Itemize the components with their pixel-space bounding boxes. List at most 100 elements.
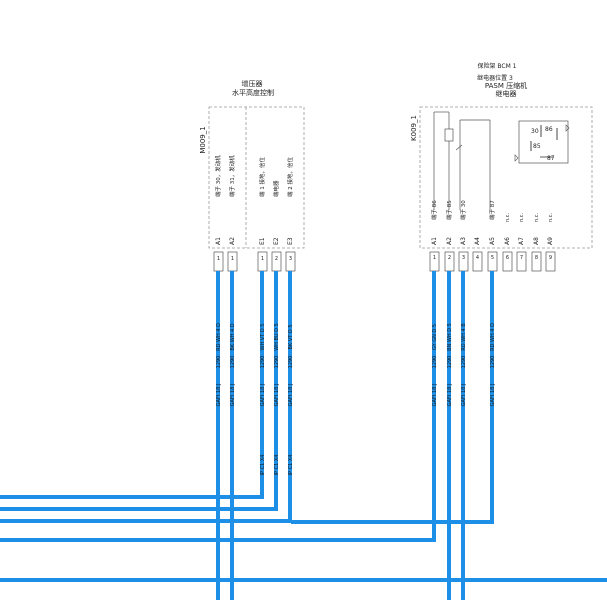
pin-label: A9 bbox=[547, 237, 554, 245]
pin-description: 端电器 bbox=[272, 180, 280, 197]
wire-left-e1 bbox=[0, 271, 264, 499]
wire-label: GAFI 18 J bbox=[260, 384, 266, 407]
pin-label: A6 bbox=[504, 237, 511, 245]
wire-label: BN WH D 5 bbox=[447, 323, 453, 351]
pin-label: A2 bbox=[446, 237, 453, 245]
wire-label: GAFI 18 J bbox=[230, 384, 236, 407]
left-title-line2: 水平高度控制 bbox=[232, 88, 274, 97]
right-title-line1: PASM 压缩机 bbox=[485, 81, 527, 90]
wire-label: 1290 bbox=[260, 356, 266, 369]
terminal-number: 1 bbox=[231, 256, 234, 262]
right-title-line2: 继电器 bbox=[496, 89, 517, 98]
terminal-number: 6 bbox=[506, 255, 509, 261]
pin-label: A5 bbox=[489, 237, 496, 245]
wire-tag: IP C1 X4 bbox=[288, 455, 294, 476]
terminal-number: 8 bbox=[535, 255, 538, 261]
wire-label: GAFI 18 J bbox=[447, 384, 453, 407]
pin-description: 端 2 接地，信位 bbox=[286, 157, 294, 197]
relay-pin-label: 86 bbox=[545, 126, 553, 133]
wire-left-e3 bbox=[0, 271, 292, 523]
relay-arrow-icon bbox=[514, 154, 519, 162]
wire-right-a1 bbox=[0, 271, 436, 542]
left-component-id: M009_1 bbox=[199, 126, 207, 153]
connector-terminal bbox=[545, 251, 556, 272]
wire-label: 1290 bbox=[490, 356, 496, 369]
connector-terminal bbox=[516, 251, 527, 272]
relay-internal-schematic bbox=[433, 111, 491, 210]
right-header-line2: 继电器位置 3 bbox=[477, 74, 513, 82]
wire-tag: IP C1 X4 bbox=[260, 455, 266, 476]
left-title-line1: 增压器 bbox=[242, 79, 263, 88]
pin-label: A7 bbox=[518, 237, 525, 245]
pin-label: A2 bbox=[229, 237, 236, 245]
relay-symbol: 30 86 85 87 bbox=[514, 120, 570, 164]
wire-label: GAFI 18 J bbox=[288, 384, 294, 407]
wire-label: 1290 bbox=[432, 356, 438, 369]
pin-description: 端子 30，发动机 bbox=[214, 155, 222, 197]
wire-tag: IP C1 X4 bbox=[274, 455, 280, 476]
wire-label: WH VT D 5 bbox=[260, 324, 266, 351]
terminal-number: 1 bbox=[261, 256, 264, 262]
pin-label: E3 bbox=[287, 237, 294, 245]
pin-label: E2 bbox=[273, 237, 280, 245]
pin-label: A8 bbox=[533, 237, 540, 245]
terminal-number: 9 bbox=[549, 255, 552, 261]
terminal-number: 1 bbox=[217, 256, 220, 262]
left-component-box bbox=[208, 106, 305, 249]
pin-description: 端子 87 bbox=[488, 200, 496, 220]
right-component-box bbox=[419, 106, 593, 249]
terminal-number: 2 bbox=[275, 256, 278, 262]
relay-arrow-icon bbox=[565, 124, 570, 132]
pin-description: 端子 86 bbox=[430, 200, 438, 220]
relay-pin-label: 87 bbox=[547, 155, 555, 162]
pin-label: A1 bbox=[431, 237, 438, 245]
pin-description: 端子 30 bbox=[459, 200, 467, 220]
wire-label: GAFI 18 J bbox=[461, 384, 467, 407]
wire-label: WH BU D 5 bbox=[274, 323, 280, 351]
wire-label: GAFI 18 J bbox=[490, 384, 496, 407]
connector-terminal bbox=[531, 251, 542, 272]
terminal-number: 3 bbox=[289, 256, 292, 262]
terminal-number: 1 bbox=[433, 255, 436, 261]
wire-label: 1290 bbox=[288, 356, 294, 369]
wire-label: RD WH 4 B bbox=[461, 323, 467, 351]
right-header-line1: 保险架 BCM 1 bbox=[477, 62, 516, 70]
wire-label: 1290 bbox=[447, 356, 453, 369]
left-component: 增压器 水平高度控制 M009_1 端子 30，发动机 A1 1 端子 31，发动机 A… bbox=[199, 79, 305, 272]
terminal-number: 2 bbox=[448, 255, 451, 261]
wire-label: GAFI 18 J bbox=[216, 384, 222, 407]
wire-label: BK WH 4 D bbox=[230, 323, 236, 350]
pin-description: 端子 85 bbox=[445, 200, 453, 220]
pin-description: 端 1 接地，信位 bbox=[258, 157, 266, 197]
wire-label: BK VT D 5 bbox=[288, 325, 294, 350]
terminal-number: 3 bbox=[462, 255, 465, 261]
terminal-number: 4 bbox=[476, 255, 479, 261]
terminal-number: 5 bbox=[491, 255, 494, 261]
wire-label: 1290 bbox=[230, 356, 236, 369]
connector-terminal bbox=[502, 251, 513, 272]
pin-label: A4 bbox=[474, 237, 481, 245]
pin-description: n.c. bbox=[519, 212, 525, 222]
relay-pin-label: 30 bbox=[531, 128, 539, 135]
pin-label: A1 bbox=[215, 237, 222, 245]
right-component-id: K009_1 bbox=[410, 115, 418, 141]
wire-label: GAFI 18 J bbox=[274, 384, 280, 407]
terminal-number: 7 bbox=[520, 255, 523, 261]
pin-description: 端子 31，发动机 bbox=[228, 155, 236, 197]
wire-label: 1290 bbox=[216, 356, 222, 369]
wire-label: 1290 bbox=[461, 356, 467, 369]
wire-label: RD WH 4 D bbox=[490, 323, 496, 351]
relay-pin-label: 85 bbox=[533, 143, 541, 150]
